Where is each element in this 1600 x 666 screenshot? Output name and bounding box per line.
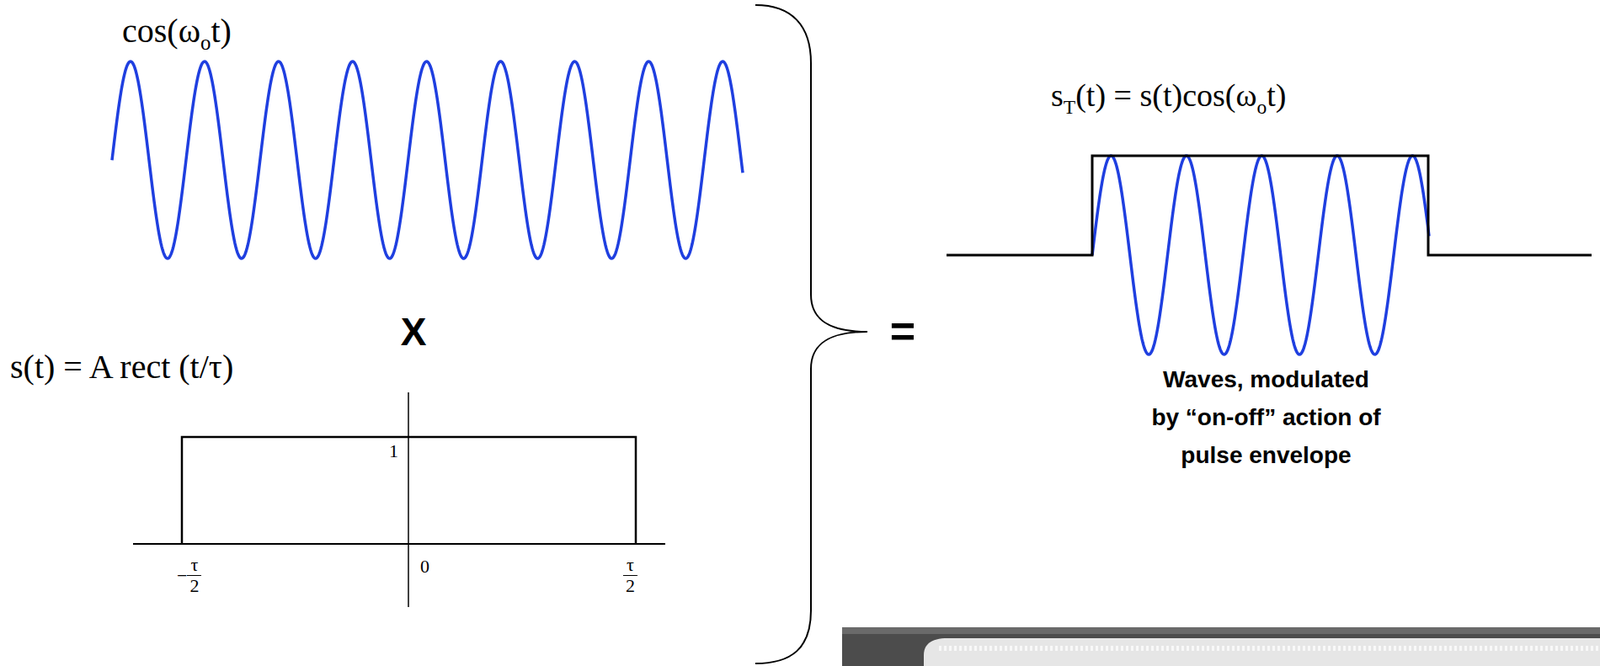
axis-value: τ2 xyxy=(623,555,638,596)
carrier-wave xyxy=(112,61,743,259)
formula-text: t) xyxy=(210,11,231,51)
fraction-denominator: 2 xyxy=(623,575,638,596)
axis-value: 1 xyxy=(389,440,399,462)
axis-value: 1 xyxy=(389,440,399,462)
annotation-text: Waves, modulated by “on-off” action of p… xyxy=(1151,366,1381,469)
formula-text: s xyxy=(1050,77,1064,115)
pulse-envelope xyxy=(946,155,1592,256)
note-block: Waves, modulated by “on-off” action of p… xyxy=(1148,360,1384,475)
axis-value: −τ2 xyxy=(176,555,202,596)
fraction-numerator: τ xyxy=(624,555,636,576)
subscript: o xyxy=(200,31,211,56)
formula-text: s(t) = A rect (t/τ) xyxy=(10,347,234,387)
formula-text: cos(ω xyxy=(122,11,201,51)
rect-pulse xyxy=(181,437,636,544)
fraction-denominator: 2 xyxy=(186,575,202,596)
scope-trace xyxy=(923,638,1600,666)
scope-photo-band xyxy=(842,627,1600,635)
scope-trace-detail xyxy=(938,645,1600,651)
operator-symbol: = xyxy=(890,306,916,358)
formula-text: t) xyxy=(1266,77,1286,115)
time-axis xyxy=(133,543,666,545)
axis-value: 0 xyxy=(420,555,430,577)
axis-value: 0 xyxy=(420,555,430,577)
minus-sign: − xyxy=(176,565,187,587)
fraction: τ2 xyxy=(623,555,638,596)
modulated-wave xyxy=(1092,155,1430,355)
subscript: T xyxy=(1063,96,1076,119)
equals-sign: = xyxy=(890,306,916,358)
scope-photo xyxy=(842,627,1600,666)
formula-text: (t) = s(t)cos(ω xyxy=(1075,77,1257,115)
operator-symbol: X xyxy=(400,309,427,355)
pulse-formula: s(t) = A rect (t/τ) xyxy=(10,347,234,387)
fraction-numerator: τ xyxy=(189,555,201,576)
fraction: τ2 xyxy=(186,555,202,596)
curly-brace xyxy=(755,5,868,664)
subscript: o xyxy=(1256,96,1267,119)
multiply-sign: X xyxy=(400,309,427,355)
carrier-formula: cos(ωot) xyxy=(122,11,232,51)
amplitude-axis xyxy=(407,392,410,608)
product-formula: sT(t) = s(t)cos(ωot) xyxy=(1050,77,1286,115)
